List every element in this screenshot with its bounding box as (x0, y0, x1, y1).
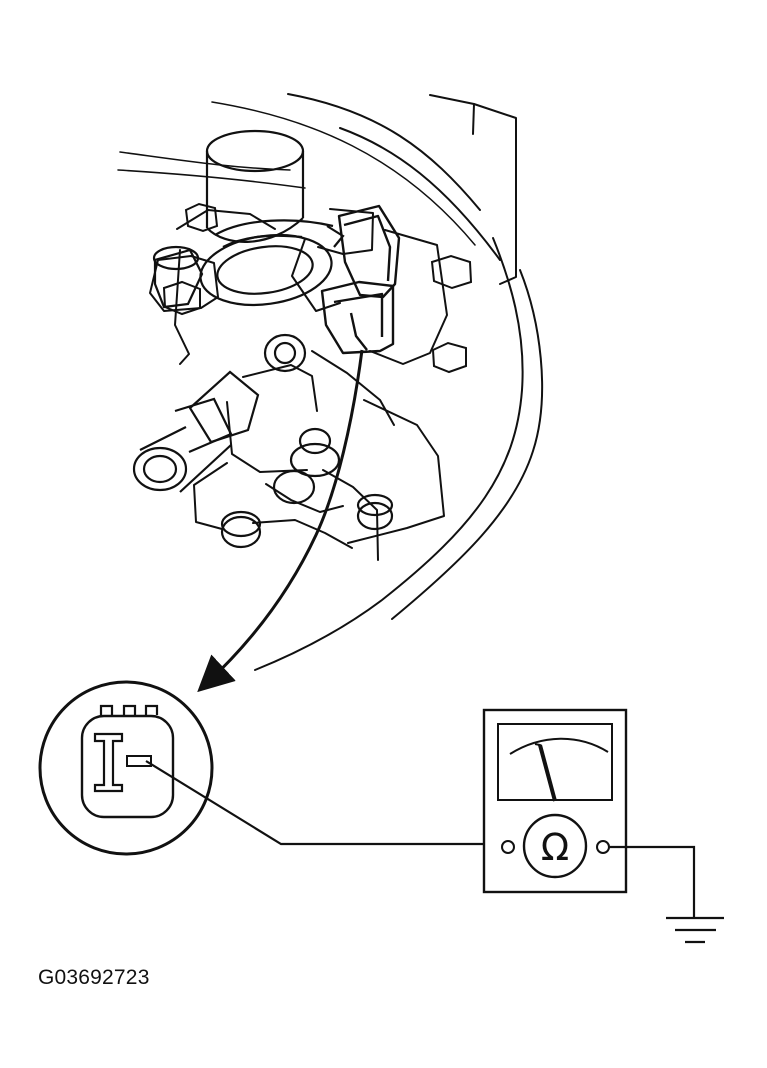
transmission-outline (117, 93, 544, 671)
connector-terminal-icon (145, 760, 505, 846)
figure-id: G03692723 (38, 966, 150, 989)
ohmmeter-icon: Ω (482, 708, 628, 894)
ground-icon (609, 845, 724, 944)
connector-detail-circle (38, 680, 214, 856)
valve-fittings (132, 245, 394, 549)
ohm-symbol: Ω (541, 826, 569, 869)
solenoid-body (199, 129, 345, 306)
probe-lead-arrow (197, 349, 364, 693)
bolt-heads (162, 202, 473, 374)
connector-housing (320, 204, 401, 355)
